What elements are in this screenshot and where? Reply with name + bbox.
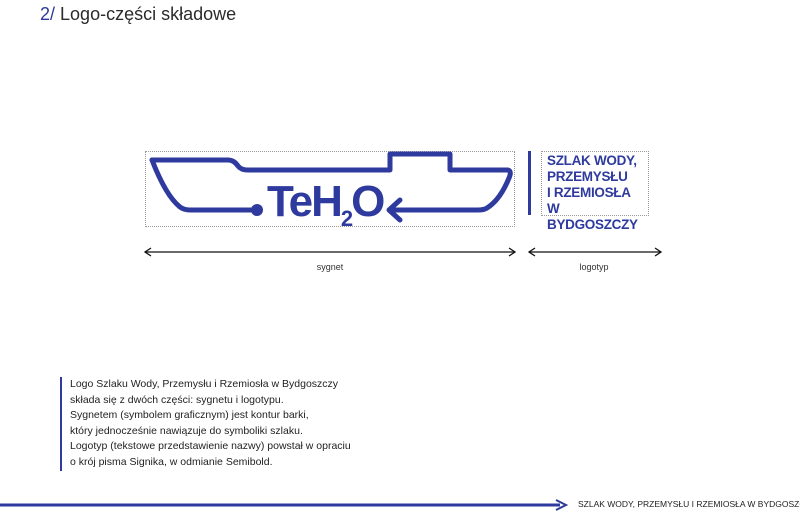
logotyp-line: SZLAK WODY, bbox=[547, 153, 637, 168]
sygnet-boundary bbox=[145, 151, 515, 227]
description-line: Sygnetem (symbolem graficznym) jest kont… bbox=[70, 409, 309, 422]
description-line: Logo Szlaku Wody, Przemysłu i Rzemiosła … bbox=[70, 378, 339, 390]
footer-arrow-icon bbox=[555, 499, 569, 511]
description-line: Logotyp (tekstowe przedstawienie nazwy) … bbox=[70, 440, 351, 453]
logotyp: SZLAK WODY, PRZEMYSŁU I RZEMIOSŁA W BYDG… bbox=[541, 151, 649, 232]
footer-text: SZLAK WODY, PRZEMYSŁU I RZEMIOSŁA W BYDG… bbox=[578, 499, 800, 509]
section-title: Logo-części składowe bbox=[60, 4, 237, 24]
logotyp-line: I RZEMIOSŁA bbox=[547, 185, 631, 200]
description: Logo Szlaku Wody, Przemysłu i Rzemiosła … bbox=[60, 377, 351, 471]
label-logotyp: logotyp bbox=[579, 262, 609, 272]
logotyp-line: PRZEMYSŁU bbox=[547, 169, 628, 184]
description-line: który jednocześnie nawiązuje do symbolik… bbox=[70, 424, 303, 437]
description-line: o krój pisma Signika, w odmianie Semibol… bbox=[70, 455, 273, 468]
logotyp-line: W BYDGOSZCZY bbox=[547, 201, 638, 232]
page-title: 2/ Logo-części składowe bbox=[40, 4, 236, 25]
sygnet-dot bbox=[251, 204, 263, 216]
logotyp-bar bbox=[528, 151, 531, 215]
description-line: składa się z dwóch części: sygnetu i log… bbox=[70, 393, 284, 406]
dimension-arrows bbox=[143, 247, 663, 257]
label-sygnet: sygnet bbox=[316, 262, 344, 272]
section-number: 2/ bbox=[40, 4, 56, 24]
sygnet-teh2o: TeH2O bbox=[267, 177, 384, 231]
